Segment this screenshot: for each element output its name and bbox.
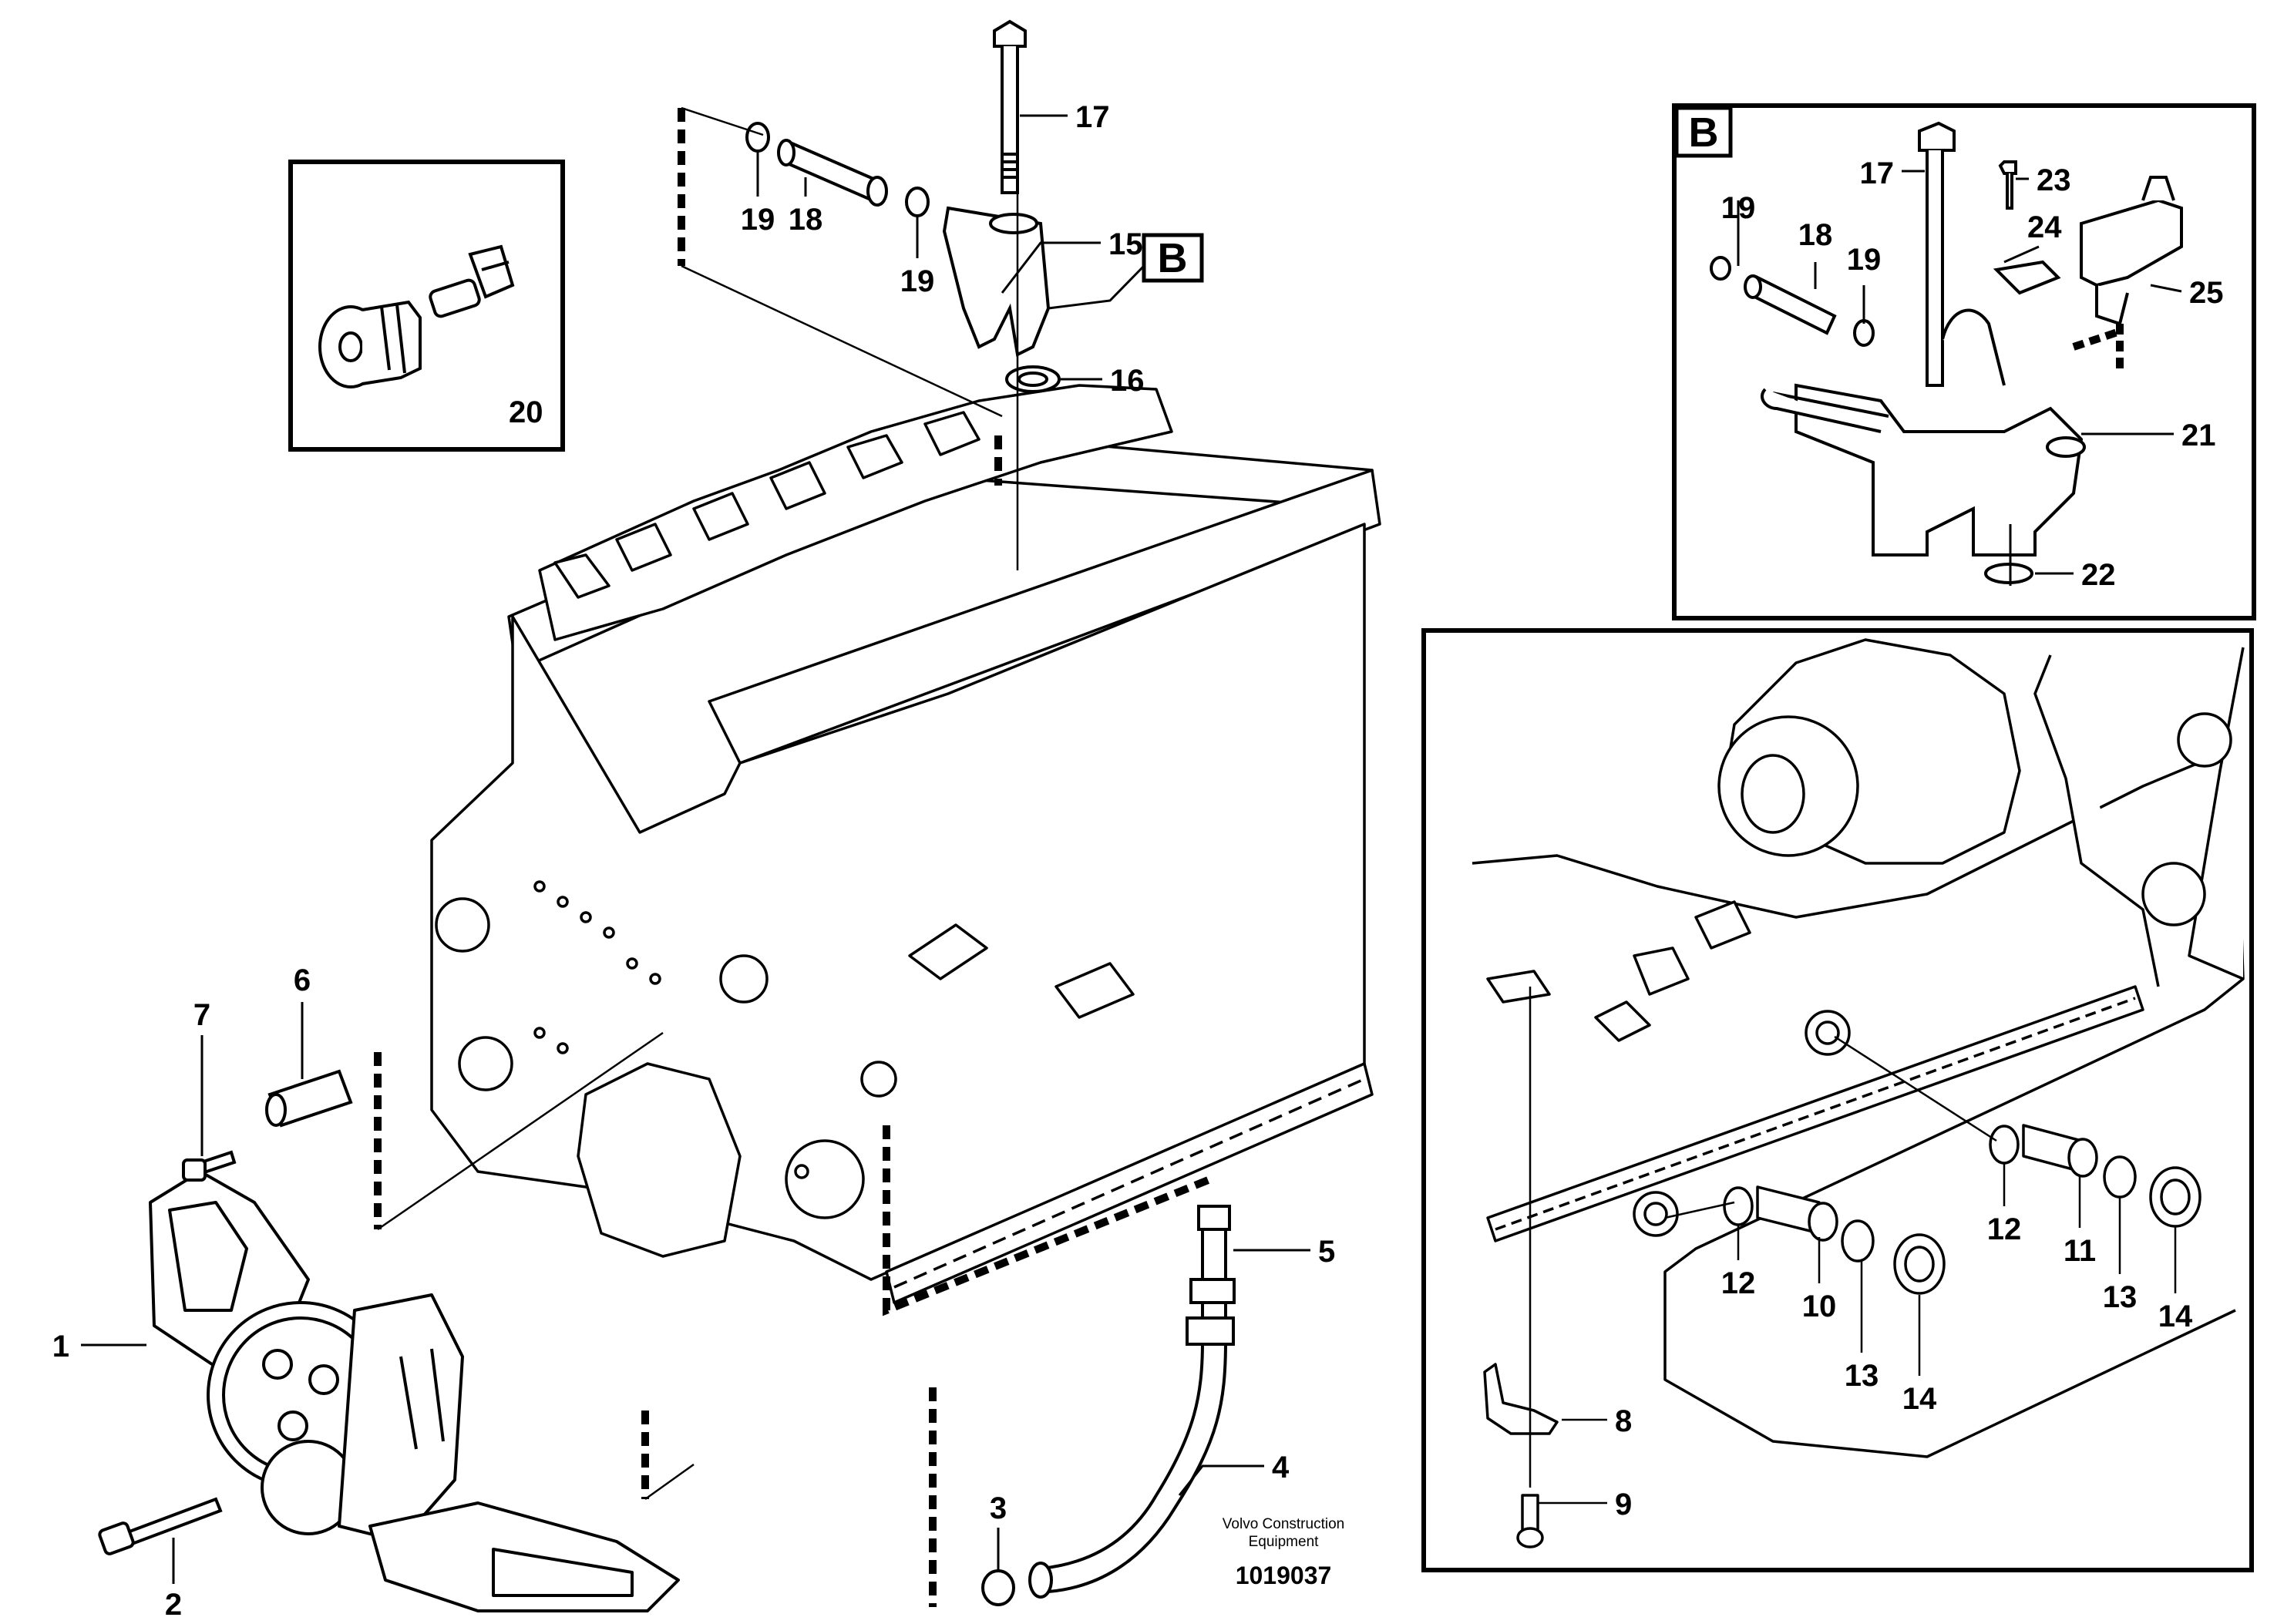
callout-12-b: 12 [1987,1212,2022,1246]
callout-18-main: 18 [789,203,823,237]
callout-14-a: 14 [1902,1382,1937,1416]
credit-line-1: Volvo Construction [1223,1516,1344,1532]
top-exploded-parts [745,19,1061,393]
valve-train [538,384,1173,641]
detail-marker-b-main: B [1048,233,1204,310]
callout-13-b: 13 [2103,1280,2138,1314]
bolt-2 [98,1497,223,1555]
callout-22: 22 [2081,558,2116,592]
callout-2: 2 [165,1588,182,1620]
callout-11: 11 [2064,1234,2096,1268]
assembly-leader-lines [377,106,1019,1501]
callout-18-detail: 18 [1798,218,1833,252]
callout-9: 9 [1615,1488,1632,1521]
engine-block-illustration [430,384,1381,1304]
block-side-illustration [1472,638,2245,1548]
document-credit: Volvo Construction Equipment 1019037 [1223,1516,1344,1589]
callout-5: 5 [1318,1235,1335,1269]
callout-13-a: 13 [1845,1359,1879,1393]
seal-ring-3 [981,1569,1015,1606]
oil-pump-assembly [149,1170,680,1612]
inset-box-20: 20 [288,160,565,452]
callout-16: 16 [1110,364,1145,398]
oil-filler-cap-illustration [318,244,515,388]
detail-b-leaders [1737,170,2182,586]
callout-14-b: 14 [2158,1300,2193,1333]
callout-12-a: 12 [1721,1266,1756,1300]
callout-3: 3 [990,1491,1007,1525]
detail-inset-b-label: B [1689,109,1719,156]
callout-7: 7 [193,998,210,1032]
callout-4: 4 [1272,1451,1290,1484]
detail-inset-b: B [1672,103,2256,620]
callout-24: 24 [2027,210,2062,244]
callout-25: 25 [2189,276,2224,310]
dashed-assembly-lines [374,108,1212,1607]
timing-cover-holes [435,880,865,1219]
document-number: 1019037 [1236,1562,1332,1589]
callout-1: 1 [52,1330,69,1363]
detail-marker-b-label: B [1158,235,1188,281]
detail-b-dashed [2072,324,2124,370]
callout-6: 6 [294,963,311,997]
callout-17-detail: 17 [1860,156,1895,190]
callout-21: 21 [2181,419,2216,452]
callout-17-main: 17 [1075,100,1110,134]
callout-leaders [81,114,1310,1584]
callout-19-main-a: 19 [741,203,775,237]
pipe-6 [265,1069,353,1128]
callout-23: 23 [2037,163,2071,197]
oil-pipe-4-5 [1028,1205,1236,1599]
callout-19-main-b: 19 [900,264,935,298]
credit-line-2: Equipment [1249,1534,1320,1550]
callout-19-detail-b: 19 [1847,243,1882,277]
detail-b-illustration [1710,121,2183,584]
detail-inset-block-side [1421,628,2254,1572]
bolt-7 [182,1150,237,1182]
callout-8: 8 [1615,1404,1632,1438]
callout-labels: 1 2 3 4 5 6 7 8 9 10 11 12 12 13 13 14 1… [52,100,2224,1622]
callout-19-detail-a: 19 [1721,191,1756,225]
callout-20: 20 [509,395,543,429]
callout-15: 15 [1108,227,1143,261]
block-side-leaders [1529,987,2177,1505]
callout-10: 10 [1802,1289,1837,1323]
